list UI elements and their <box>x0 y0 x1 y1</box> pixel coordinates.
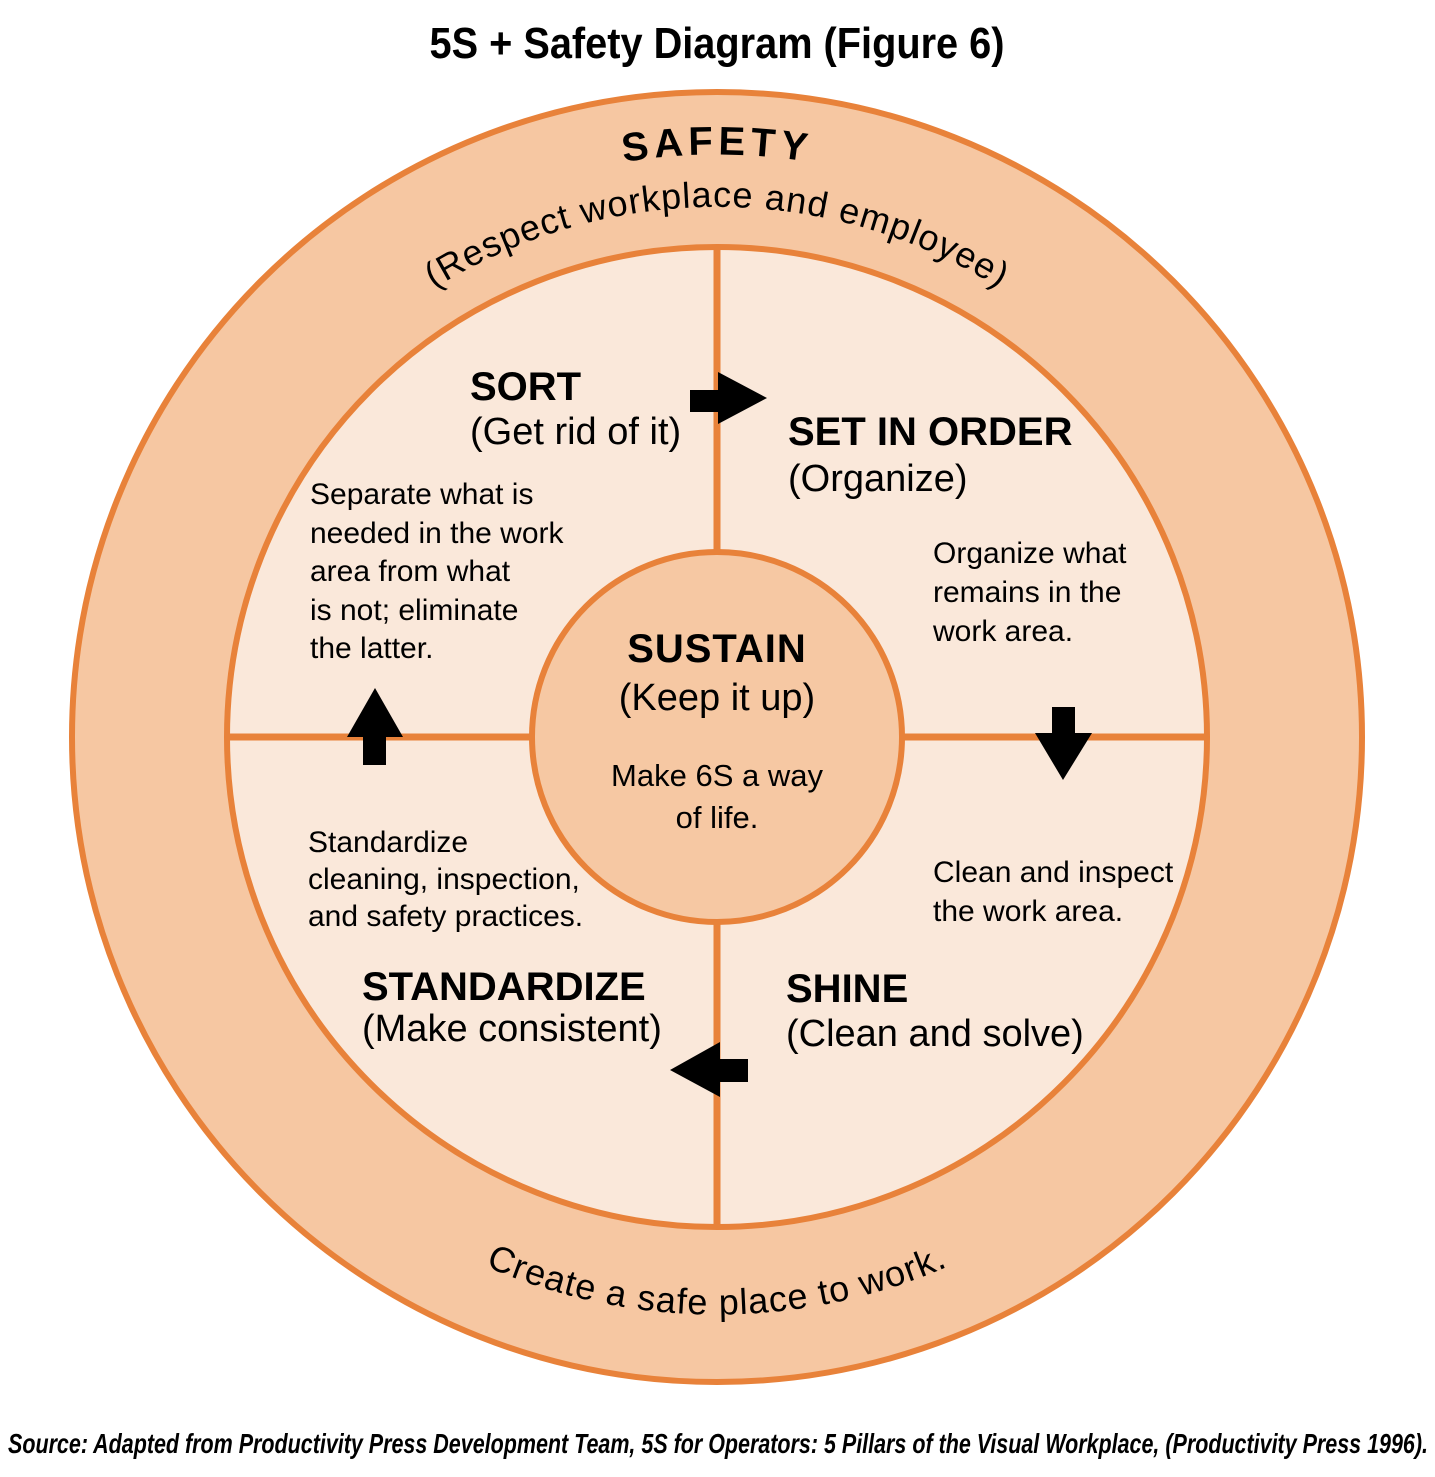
set-in-order-sublabel: (Organize) <box>788 458 968 500</box>
flow-right-arrow-icon <box>690 372 767 424</box>
set-in-order-desc-line: work area. <box>932 615 1073 648</box>
sustain-sublabel: (Keep it up) <box>619 677 815 719</box>
shine-desc-line: Clean and inspect <box>933 856 1174 889</box>
center-sustain-circle <box>529 549 905 925</box>
sort-desc-line: Separate what is <box>310 478 533 511</box>
sustain-label: SUSTAIN <box>627 627 807 671</box>
set-in-order-desc-line: Organize what <box>933 537 1127 570</box>
shine-desc-line: the work area. <box>933 895 1123 928</box>
sort-desc-line: is not; eliminate <box>310 594 518 627</box>
sort-desc-line: area from what <box>310 555 511 588</box>
standardize-desc-line: cleaning, inspection, <box>308 863 580 896</box>
shine-label: SHINE <box>786 967 908 1011</box>
sort-desc-line: the latter. <box>310 632 433 665</box>
shine-sublabel: (Clean and solve) <box>786 1013 1084 1055</box>
set-in-order-desc-line: remains in the <box>933 576 1121 609</box>
flow-down-arrow-icon <box>1035 707 1092 780</box>
sort-desc-line: needed in the work <box>310 517 565 550</box>
flow-left-arrow-icon <box>670 1042 748 1097</box>
standardize-desc-line: and safety practices. <box>308 900 583 933</box>
standardize-desc-line: Standardize <box>308 826 468 859</box>
flow-up-arrow-icon <box>347 688 403 765</box>
page-title: 5S + Safety Diagram (Figure 6) <box>430 19 1005 68</box>
quadrant-shine: Clean and inspect the work area. SHINE (… <box>786 856 1174 1055</box>
safety-ring-label: SAFETY <box>619 119 815 170</box>
standardize-sublabel: (Make consistent) <box>362 1008 662 1050</box>
source-citation: Source: Adapted from Productivity Press … <box>8 1428 1428 1459</box>
sustain-desc-line: of life. <box>676 800 759 835</box>
quadrant-set-in-order: SET IN ORDER (Organize) Organize what re… <box>788 410 1127 648</box>
set-in-order-label: SET IN ORDER <box>788 410 1073 454</box>
quadrant-standardize: Standardize cleaning, inspection, and sa… <box>308 826 662 1050</box>
standardize-label: STANDARDIZE <box>362 965 646 1009</box>
center-sustain: SUSTAIN (Keep it up) Make 6S a way of li… <box>611 627 823 835</box>
sort-sublabel: (Get rid of it) <box>470 411 681 453</box>
quadrant-sort: SORT (Get rid of it) Separate what is ne… <box>310 365 681 665</box>
sort-label: SORT <box>470 365 581 409</box>
sustain-desc-line: Make 6S a way <box>611 758 823 793</box>
